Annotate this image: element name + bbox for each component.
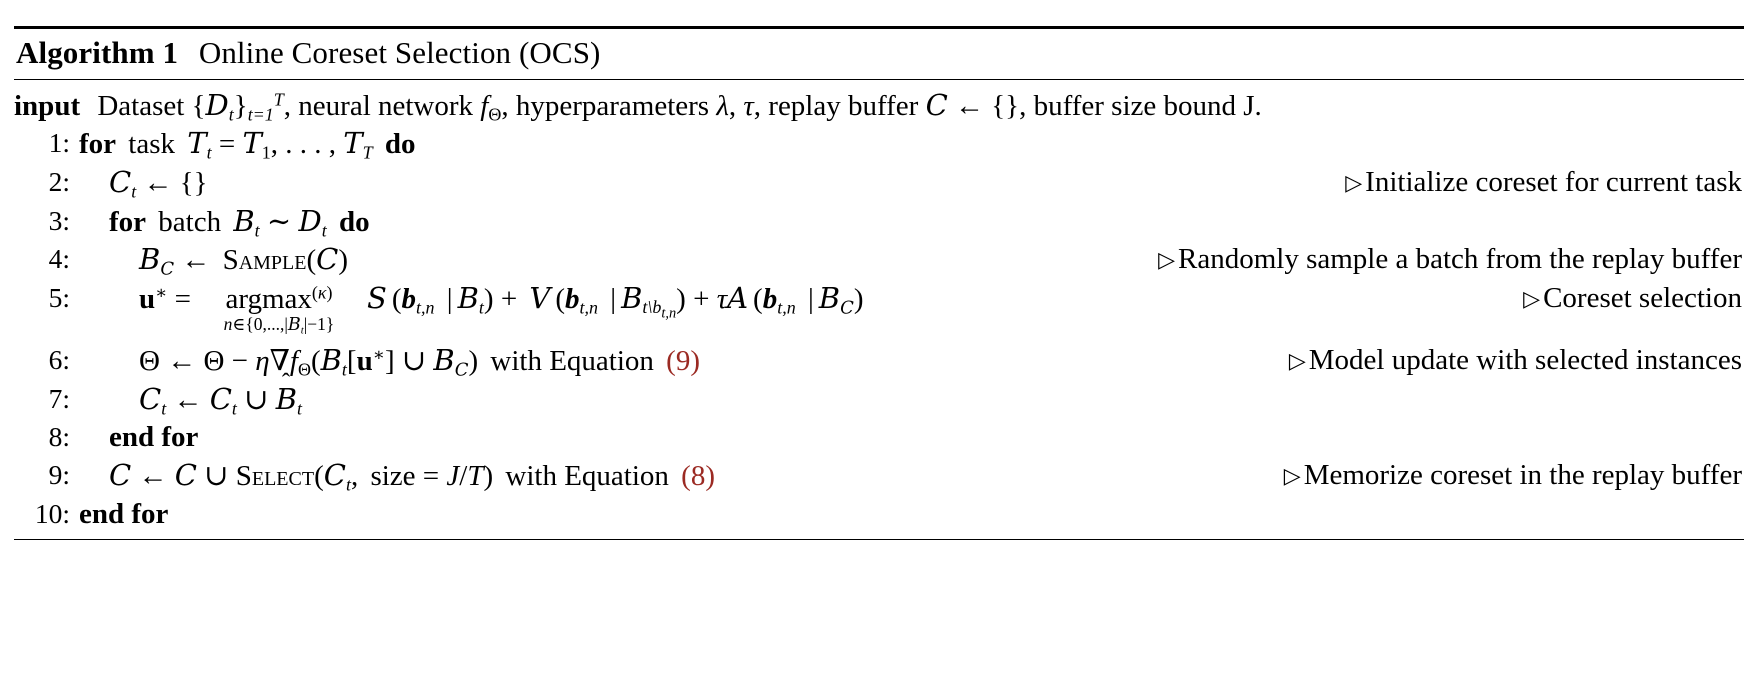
title-rule (14, 78, 1744, 80)
line-4-comment-text: Randomly sample a batch from the replay … (1178, 243, 1742, 276)
line-2-code: Ct ← {} ▷Initialize coreset for current … (109, 164, 1742, 202)
algorithm-line-5: 5: u∗ = argmax(κ) n∈{0,...,|Bt|−1} S(bt,… (14, 280, 1744, 342)
line-6-comment: ▷Model update with selected instances (1289, 342, 1742, 380)
bottom-rule (14, 539, 1744, 541)
algorithm-line-9: 9: C ← C ∪ Select(Ct, size = J/T) with E… (14, 457, 1744, 496)
comment-triangle-icon: ▷ (1523, 286, 1541, 312)
line-7-code: Ct ← Ct ∪ ̂Bt (139, 381, 303, 419)
line-4-code: BC ← Sample(C) ▷Randomly sample a batch … (139, 241, 1742, 280)
line-2-comment-text: Initialize coreset for current task (1365, 165, 1742, 198)
line-number-1: 1: (48, 127, 70, 159)
kw-task: task (128, 128, 175, 161)
kw-do-1: do (384, 128, 416, 161)
kw-for-1: for (79, 128, 117, 161)
algorithm-line-8: 8: end for (14, 419, 1744, 457)
top-rule (14, 26, 1744, 29)
comment-triangle-icon: ▷ (1283, 463, 1301, 489)
kw-end-for-8: end for (109, 421, 199, 454)
line-6-comment-text: Model update with selected instances (1308, 344, 1742, 377)
line-number-9: 9: (48, 459, 70, 491)
line-9-comment-text: Memorize coreset in the replay buffer (1303, 459, 1742, 492)
equation-ref-9: (9) (666, 345, 700, 378)
line-number-5: 5: (48, 282, 70, 314)
line-5-comment-text: Coreset selection (1543, 282, 1742, 315)
algorithm-title: Online Coreset Selection (OCS) (198, 35, 601, 70)
comment-triangle-icon: ▷ (1345, 169, 1363, 195)
algorithm-line-4: 4: BC ← Sample(C) ▷Randomly sample a bat… (14, 241, 1744, 280)
kw-batch: batch (158, 205, 222, 238)
algorithm-line-1: 1: for task Tt = T1, . . . , TT do (14, 125, 1744, 164)
line-5-comment: ▷Coreset selection (1523, 280, 1742, 318)
line-number-4: 4: (48, 243, 70, 275)
line-number-6: 6: (48, 344, 70, 376)
argmax-label: argmax(κ) (225, 282, 333, 316)
fn-select: Select (235, 460, 315, 493)
fn-sample: Sample (222, 244, 307, 277)
kw-do-3: do (338, 205, 370, 238)
kw-for-3: for (109, 205, 147, 238)
kw-end-for-10: end for (79, 498, 169, 531)
comment-triangle-icon: ▷ (1288, 348, 1306, 374)
input-expression: Dataset {Dt}t=1T, neural network fΘ, hyp… (97, 87, 1262, 124)
line-5-code: u∗ = argmax(κ) n∈{0,...,|Bt|−1} S(bt,n |… (139, 280, 1742, 336)
argmax-index-range: n∈{0,...,|Bt|−1} (223, 313, 335, 336)
line-number-8: 8: (48, 421, 70, 453)
algorithm-title-row: Algorithm 1 Online Coreset Selection (OC… (14, 29, 1744, 79)
line-number-10: 10: (34, 498, 70, 530)
line-number-2: 2: (48, 165, 70, 197)
algorithm-line-7: 7: Ct ← Ct ∪ ̂Bt (14, 381, 1744, 420)
comment-triangle-icon: ▷ (1158, 247, 1176, 273)
kw-size: size (370, 460, 416, 493)
input-line: input Dataset {Dt}t=1T, neural network f… (14, 87, 1744, 126)
line-8-code: end for (79, 419, 1744, 457)
algorithm-line-10: 10: end for (14, 496, 1744, 534)
line-3-code: for batch Bt ∼ Dt do (109, 203, 370, 241)
line-2-comment: ▷Initialize coreset for current task (1345, 164, 1742, 202)
with-equation-6: with Equation (490, 345, 654, 378)
line-1-code: for task Tt = T1, . . . , TT do (79, 126, 416, 163)
line-9-code: C ← C ∪ Select(Ct, size = J/T) with Equa… (109, 457, 1742, 495)
line-number-7: 7: (48, 382, 70, 414)
line-4-comment: ▷Randomly sample a batch from the replay… (1158, 241, 1742, 279)
line-9-comment: ▷Memorize coreset in the replay buffer (1284, 457, 1742, 495)
with-equation-9: with Equation (505, 460, 669, 493)
algorithm-line-2: 2: Ct ← {} ▷Initialize coreset for curre… (14, 164, 1744, 203)
algorithm-line-6: 6: Θ ← Θ − η∇fΘ(Bt[u∗] ∪ BC) with Equati… (14, 342, 1744, 381)
algorithm-label: Algorithm 1 (16, 35, 179, 70)
equation-ref-8: (8) (681, 460, 715, 493)
input-keyword: input (14, 89, 81, 122)
algorithm-line-3: 3: for batch Bt ∼ Dt do (14, 203, 1744, 242)
algorithm-body: input Dataset {Dt}t=1T, neural network f… (14, 80, 1744, 540)
line-6-code: Θ ← Θ − η∇fΘ(Bt[u∗] ∪ BC) with Equation … (139, 342, 1742, 381)
line-number-3: 3: (48, 204, 70, 236)
argmax-operator: argmax(κ) n∈{0,...,|Bt|−1} (224, 281, 335, 335)
line-10-code: end for (79, 496, 1744, 534)
algorithm-block: Algorithm 1 Online Coreset Selection (OC… (14, 26, 1744, 541)
